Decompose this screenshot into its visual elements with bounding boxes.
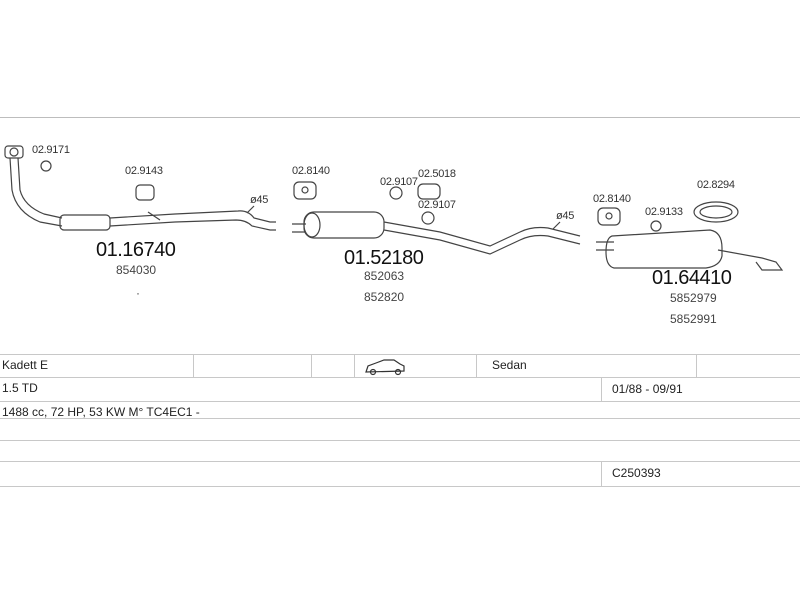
fitting-label-3: 02.8140: [292, 165, 330, 177]
table-line-2: [0, 377, 800, 378]
vehicle-engine: 1.5 TD: [2, 381, 38, 395]
gasket-02-8294: [693, 201, 739, 223]
fitting-label-8: 02.9133: [645, 206, 683, 218]
part-ref-front-1: 854030: [116, 263, 157, 277]
fitting-label-7: 02.8140: [593, 193, 631, 205]
front-pipe-tail-2: [109, 219, 276, 231]
pipe-marker-2: ø45: [556, 210, 575, 222]
rear-inlet: [596, 241, 614, 251]
part-ref-rear-2: 5852991: [670, 312, 717, 326]
table-line-6: [0, 461, 800, 462]
vehicle-spec: 1488 cc, 72 HP, 53 KW M° TC4EC1 -: [2, 405, 200, 419]
front-pipe-tail: [109, 210, 276, 223]
dot-marker: ·: [136, 286, 140, 300]
top-border: [0, 117, 800, 118]
clamp-02-9107-b: [421, 211, 435, 225]
hanger-02-8140-b-center: [605, 212, 613, 220]
table-line-1: [0, 354, 800, 355]
hanger-02-9143: [135, 184, 155, 201]
col-divider-5: [696, 354, 697, 377]
col-divider-7: [601, 461, 602, 486]
middle-pipe-2: [383, 229, 581, 255]
part-number-front: 01.16740: [96, 239, 176, 261]
col-divider-6: [601, 377, 602, 401]
part-ref-middle-2: 852820: [364, 290, 405, 304]
clamp-02-9107-a: [389, 186, 403, 200]
middle-silencer: [303, 211, 385, 239]
fitting-label-5: 02.5018: [418, 168, 456, 180]
vehicle-model: Kadett E: [2, 358, 49, 372]
vehicle-body: Sedan: [492, 358, 527, 372]
table-line-4: [0, 418, 800, 419]
pipe-marker-1: ø45: [250, 194, 269, 206]
front-flange-hole: [9, 147, 19, 157]
sedan-car-icon: [365, 359, 405, 376]
part-number-middle: 01.52180: [344, 247, 424, 269]
front-resonator: [59, 214, 111, 231]
hanger-02-8140-a-center: [301, 186, 309, 194]
middle-silencer-end: [303, 212, 321, 238]
vehicle-code: C250393: [612, 466, 661, 480]
fitting-label-6: 02.9107: [418, 199, 456, 211]
col-divider-3: [354, 354, 355, 377]
rear-silencer: [605, 229, 723, 269]
gasket-02-8294-inner: [699, 205, 733, 219]
front-flange: [4, 145, 24, 159]
table-line-5: [0, 440, 800, 441]
fitting-label-4: 02.9107: [380, 176, 418, 188]
fitting-label-9: 02.8294: [697, 179, 735, 191]
hanger-02-8140-a: [293, 181, 317, 200]
fitting-label-2: 02.9143: [125, 165, 163, 177]
part-number-rear: 01.64410: [652, 267, 732, 289]
hanger-stub: [147, 211, 161, 221]
part-ref-middle-1: 852063: [364, 269, 405, 283]
col-divider-4: [476, 354, 477, 377]
table-line-3: [0, 401, 800, 402]
front-pipe-bend: [9, 157, 63, 227]
col-divider-2: [311, 354, 312, 377]
rear-tail: [717, 249, 784, 271]
front-pipe-bend-2: [17, 157, 63, 219]
gasket-02-9171: [40, 160, 52, 172]
vehicle-years: 01/88 - 09/91: [612, 382, 683, 396]
table-line-7: [0, 486, 800, 487]
part-ref-rear-1: 5852979: [670, 291, 717, 305]
marker-stroke-1: [246, 205, 255, 214]
fitting-label-1: 02.9171: [32, 144, 70, 156]
marker-stroke-2: [552, 221, 561, 230]
col-divider-1: [193, 354, 194, 377]
middle-pipe: [383, 221, 581, 247]
hanger-02-5018: [417, 183, 441, 200]
clamp-02-9133: [650, 220, 662, 232]
hanger-02-8140-b: [597, 207, 621, 226]
